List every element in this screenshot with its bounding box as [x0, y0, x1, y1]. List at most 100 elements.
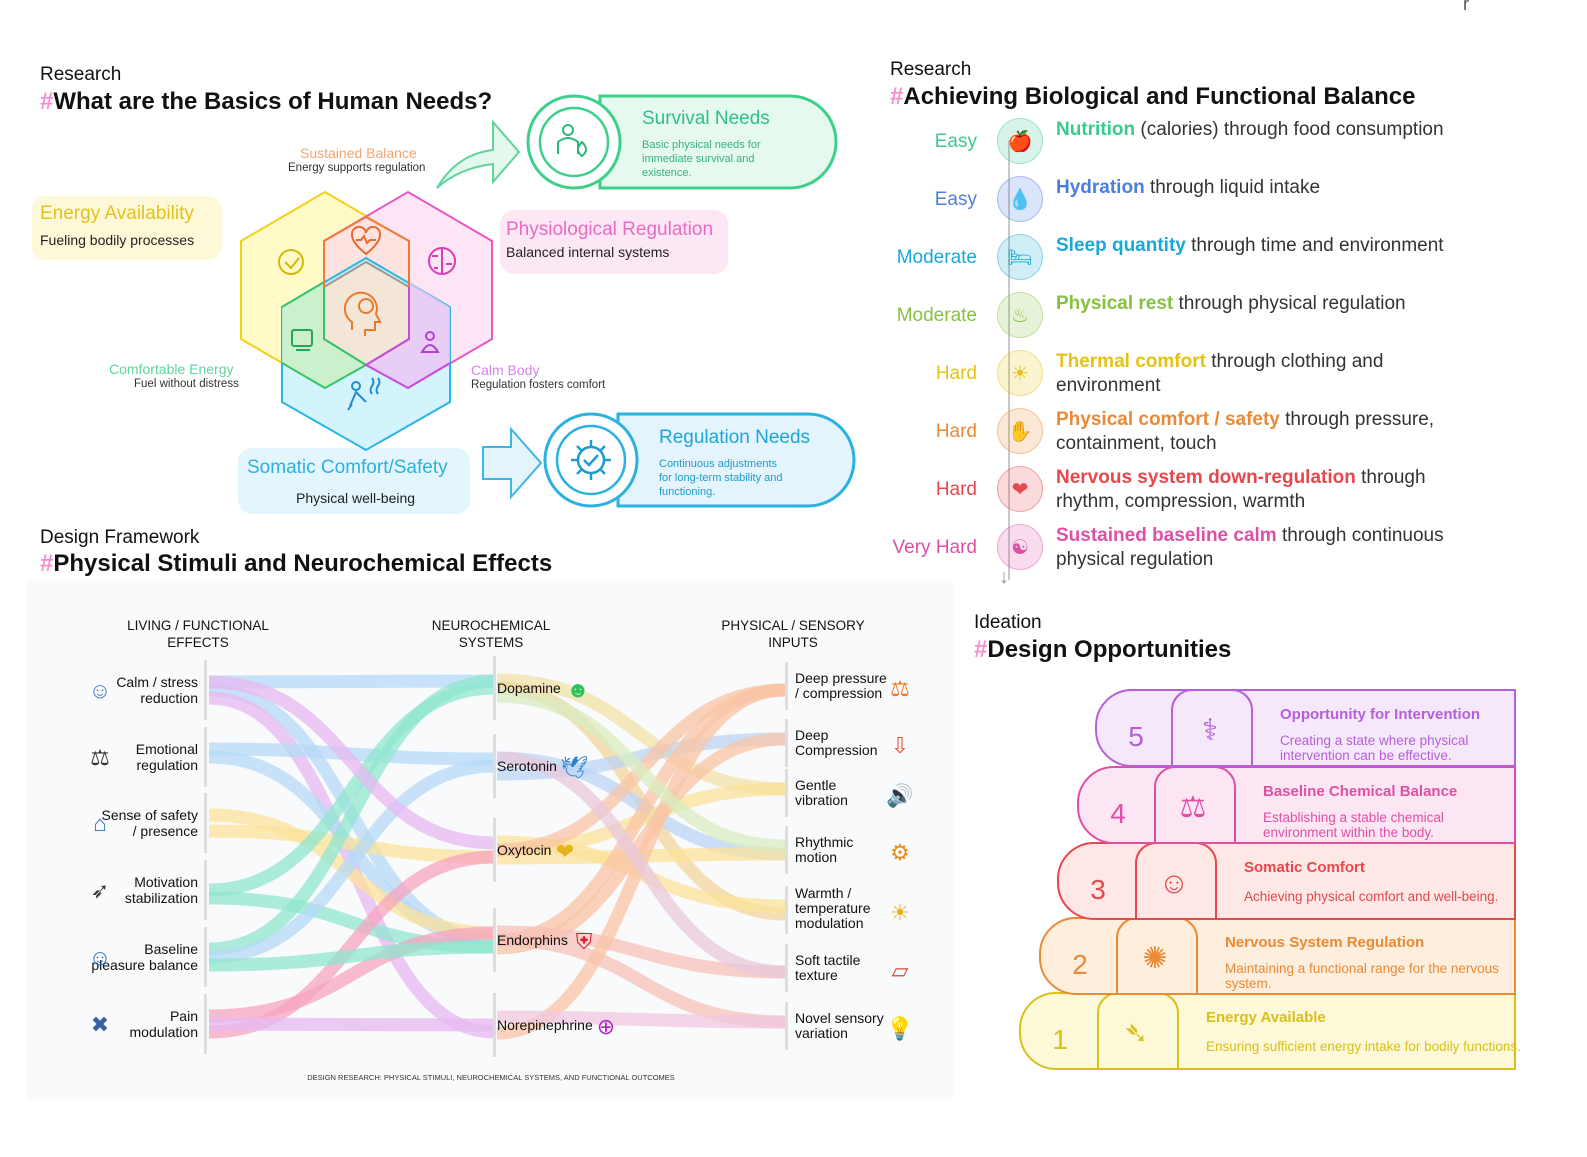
balance-item-text: Sleep quantity through time and environm… [1056, 234, 1476, 258]
step-title: Energy Available [1206, 1009, 1326, 1026]
flow-link [496, 925, 786, 979]
balance-item-key: Physical rest [1056, 293, 1174, 314]
opp-kicker: Ideation [974, 612, 1042, 633]
input-node [785, 769, 788, 817]
effect-label: Motivation [134, 874, 198, 890]
framework-footer: DESIGN RESEARCH: PHYSICAL STIMULI, NEURO… [307, 1073, 675, 1082]
balance-item-key: Thermal comfort [1056, 351, 1206, 372]
step-title: Opportunity for Intervention [1280, 706, 1480, 723]
balance-item-key: Physical comfort / safety [1056, 409, 1280, 430]
input-label: texture [795, 967, 838, 983]
input-label: Compression [795, 742, 877, 758]
energy-sub: Fueling bodily processes [40, 232, 195, 248]
survival-pill [598, 94, 838, 190]
effect-label: Baseline [144, 941, 198, 957]
needs-heading: #What are the Basics of Human Needs? [40, 88, 492, 116]
balance-item-desc: through pressure, containment, touch [1056, 409, 1435, 454]
effect-label: regulation [137, 757, 199, 773]
balance-item-text: Sustained baseline calm through continuo… [1056, 524, 1476, 572]
difficulty-label: Hard [935, 363, 977, 384]
rest-icon: ♨ [997, 292, 1043, 338]
balance-item-desc: through continuous physical regulation [1056, 525, 1444, 570]
bandage-icon: ✖ [91, 1012, 109, 1037]
balance-item: Hard☀Thermal comfort through clothing an… [827, 350, 1467, 400]
speaker-icon: 🔊 [886, 782, 913, 809]
step-number: 3 [1090, 874, 1106, 905]
press-icon: ⇩ [891, 733, 909, 758]
flow-link [496, 751, 786, 979]
system-node [493, 908, 496, 972]
balance-title: Achieving Biological and Functional Bala… [903, 83, 1416, 110]
balance-item-desc: (calories) through food consumption [1135, 119, 1444, 140]
balance-item: Moderate ♨ Physical rest through physical … [827, 292, 1467, 342]
step-band [1057, 842, 1516, 920]
system-label: Endorphins [497, 932, 568, 948]
balance-item-desc: through physical regulation [1173, 293, 1406, 314]
survival-title: Survival Needs [642, 108, 770, 129]
nervous-icon: ❤ [997, 466, 1043, 512]
seated-person-icon: ☺ [1159, 867, 1190, 900]
flow-link [208, 675, 496, 850]
heart-hand-icon: ❤ [556, 839, 574, 864]
sun-icon: ☀ [890, 900, 910, 925]
relax-icon [347, 377, 381, 411]
step-icon-tab [1154, 766, 1236, 844]
down-arrow-icon: ↓ [999, 566, 1009, 588]
corner-mark: r [1463, 0, 1469, 14]
step-description: Establishing a stable chemical [1263, 810, 1444, 825]
step-description: Maintaining a functional range for the n… [1225, 961, 1499, 976]
input-label: modulation [795, 915, 864, 931]
step-title: Baseline Chemical Balance [1263, 783, 1457, 800]
smiley-icon: ☺ [89, 678, 111, 703]
input-label: Gentle [795, 777, 836, 793]
balance-kicker: Research [890, 59, 972, 80]
balance-list: Easy🍎Nutrition (calories) through food c… [827, 118, 1487, 588]
sleep-icon: 🛏 [997, 234, 1043, 280]
heart-icon [350, 225, 382, 256]
balance-item-desc: through liquid intake [1144, 177, 1321, 198]
survival-desc: Basic physical needs for immediate survi… [642, 139, 761, 179]
balance-item: Easy💧Hydration through liquid intake [827, 176, 1467, 226]
effect-label: modulation [130, 1024, 199, 1040]
somatic-sub: Physical well-being [296, 490, 416, 506]
step-number: 5 [1128, 721, 1144, 752]
somatic-box [238, 448, 470, 514]
opp-title: Design Opportunities [987, 636, 1232, 663]
input-node [785, 886, 788, 934]
hash-mark: # [40, 88, 54, 115]
brain-icon [428, 247, 456, 275]
energy-title: Energy Availability [40, 203, 194, 224]
energy-box [32, 196, 222, 260]
flow-link [208, 926, 496, 1023]
difficulty-label: Moderate [896, 305, 977, 326]
step-icon-tab [1135, 842, 1217, 920]
flow-link [496, 1010, 786, 1029]
flow-link [208, 1017, 496, 1032]
comfortable-title: Comfortable Energy [109, 361, 234, 377]
needs-kicker: Research [40, 64, 122, 85]
col-mid-2: SYSTEMS [459, 635, 524, 650]
rocket-icon: ➶ [91, 878, 109, 903]
comfortable-sub: Fuel without distress [134, 378, 239, 390]
effect-node [204, 994, 207, 1054]
col-mid-1: NEUROCHEMICAL [432, 618, 551, 633]
effect-label: pleasure balance [91, 957, 198, 973]
difficulty-label: Hard [935, 479, 977, 500]
effect-label: / presence [133, 823, 199, 839]
regulation-pill [616, 412, 856, 508]
balance-item: Moderate🛏Sleep quantity through time and… [827, 234, 1467, 284]
shield-icon: ⛨ [576, 929, 593, 954]
input-label: vibration [795, 792, 848, 808]
physio-title: Physiological Regulation [506, 219, 714, 240]
input-node [785, 719, 788, 767]
input-node [785, 1002, 788, 1050]
framework-title: Physical Stimuli and Neurochemical Effec… [53, 550, 553, 577]
effect-node [204, 860, 207, 920]
flow-link [208, 674, 496, 956]
balance-item-key: Nervous system down-regulation [1056, 467, 1356, 488]
col-left-1: LIVING / FUNCTIONAL [127, 618, 269, 633]
physio-box [500, 210, 728, 274]
